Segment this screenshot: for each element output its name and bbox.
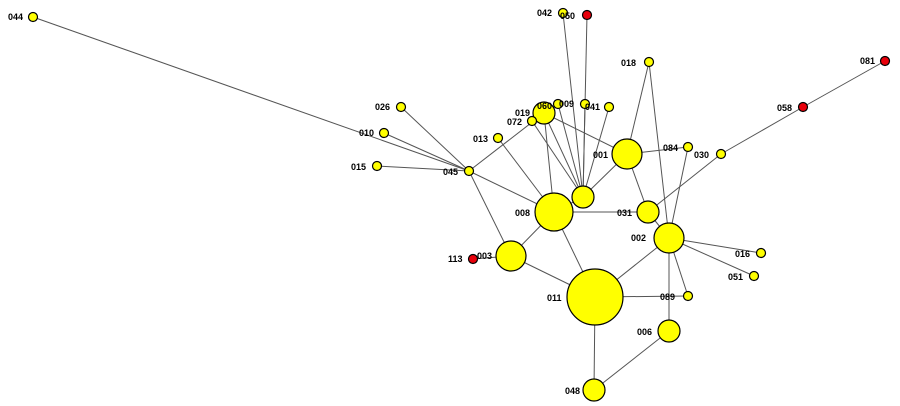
node-016[interactable] (755, 247, 767, 259)
node-045[interactable] (463, 165, 475, 177)
node-label-011: 011 (547, 293, 562, 303)
node-008[interactable] (534, 192, 574, 232)
node-089[interactable] (682, 290, 694, 302)
edge-015-045 (376, 165, 470, 172)
nodes-layer (27, 7, 891, 402)
node-label-084: 084 (663, 143, 678, 153)
node-label-041: 041 (585, 102, 600, 112)
node-label-016: 016 (735, 249, 750, 259)
node-015[interactable] (371, 160, 383, 172)
edges-layer (32, 12, 886, 391)
node-label-003: 003 (477, 251, 492, 261)
node-label-019: 019 (515, 108, 530, 118)
node-label-002: 002 (631, 233, 646, 243)
node-044[interactable] (27, 11, 39, 23)
node-010[interactable] (378, 127, 390, 139)
node-026[interactable] (395, 101, 407, 113)
node-051[interactable] (748, 270, 760, 282)
edge-041-hub (582, 106, 610, 198)
node-113[interactable] (467, 253, 479, 265)
node-label-045: 045 (443, 167, 458, 177)
node-011[interactable] (566, 268, 624, 326)
edge-006-048 (593, 330, 670, 391)
edge-072-hub (531, 120, 584, 198)
node-084[interactable] (682, 141, 694, 153)
node-label-058: 058 (777, 103, 792, 113)
node-001[interactable] (611, 138, 643, 170)
node-label-013: 013 (473, 134, 488, 144)
node-label-089: 089 (660, 292, 675, 302)
node-label-044: 044 (8, 12, 23, 22)
edge-030-058 (720, 106, 804, 155)
node-label-009: 009 (559, 99, 574, 109)
node-019[interactable] (532, 101, 556, 125)
node-label-008: 008 (515, 208, 530, 218)
edge-045-003 (468, 170, 512, 257)
node-006[interactable] (657, 319, 681, 343)
edge-058-081 (802, 60, 886, 108)
node-label-048: 048 (565, 386, 580, 396)
labels-layer: 113 044 042 050 018 081 058 026 019 060 009 041 072 0… (8, 8, 875, 396)
node-003[interactable] (495, 240, 527, 272)
node-label-001: 001 (593, 150, 608, 160)
edge-060-hub (557, 103, 584, 198)
node-058[interactable] (797, 101, 809, 113)
node-030[interactable] (715, 148, 727, 160)
node-002[interactable] (653, 222, 685, 254)
node-060[interactable] (552, 98, 564, 110)
node-009[interactable] (579, 98, 591, 110)
node-label-015: 015 (351, 162, 366, 172)
node-label-030: 030 (694, 150, 709, 160)
node-031[interactable] (636, 200, 660, 224)
node-label-031: 031 (617, 208, 632, 218)
edge-044-045 (32, 16, 470, 172)
node-042[interactable] (557, 7, 569, 19)
node-label-010: 010 (359, 128, 374, 138)
edge-019-hub (543, 112, 584, 198)
node-label-051: 051 (728, 272, 743, 282)
edge-010-045 (383, 132, 470, 172)
node-label-072: 072 (507, 117, 522, 127)
edge-026-045 (400, 106, 470, 172)
node-013[interactable] (492, 132, 504, 144)
node-label-060: 060 (537, 101, 552, 111)
node-label-006: 006 (637, 327, 652, 337)
node-081[interactable] (879, 55, 891, 67)
node-label-018: 018 (621, 58, 636, 68)
node-label-113: 113 (448, 254, 463, 264)
node-label-026: 026 (375, 102, 390, 112)
edge-018-001 (626, 61, 650, 155)
edge-042-hub (562, 12, 584, 198)
node-072[interactable] (526, 115, 538, 127)
node-label-050: 050 (560, 11, 575, 21)
node-label-042: 042 (537, 8, 552, 18)
node-018[interactable] (643, 56, 655, 68)
edge-030-031 (647, 153, 722, 213)
node-048[interactable] (582, 378, 606, 402)
node-041[interactable] (603, 101, 615, 113)
node-hub[interactable] (571, 185, 595, 209)
node-label-081: 081 (860, 56, 875, 66)
node-050[interactable] (581, 9, 593, 21)
